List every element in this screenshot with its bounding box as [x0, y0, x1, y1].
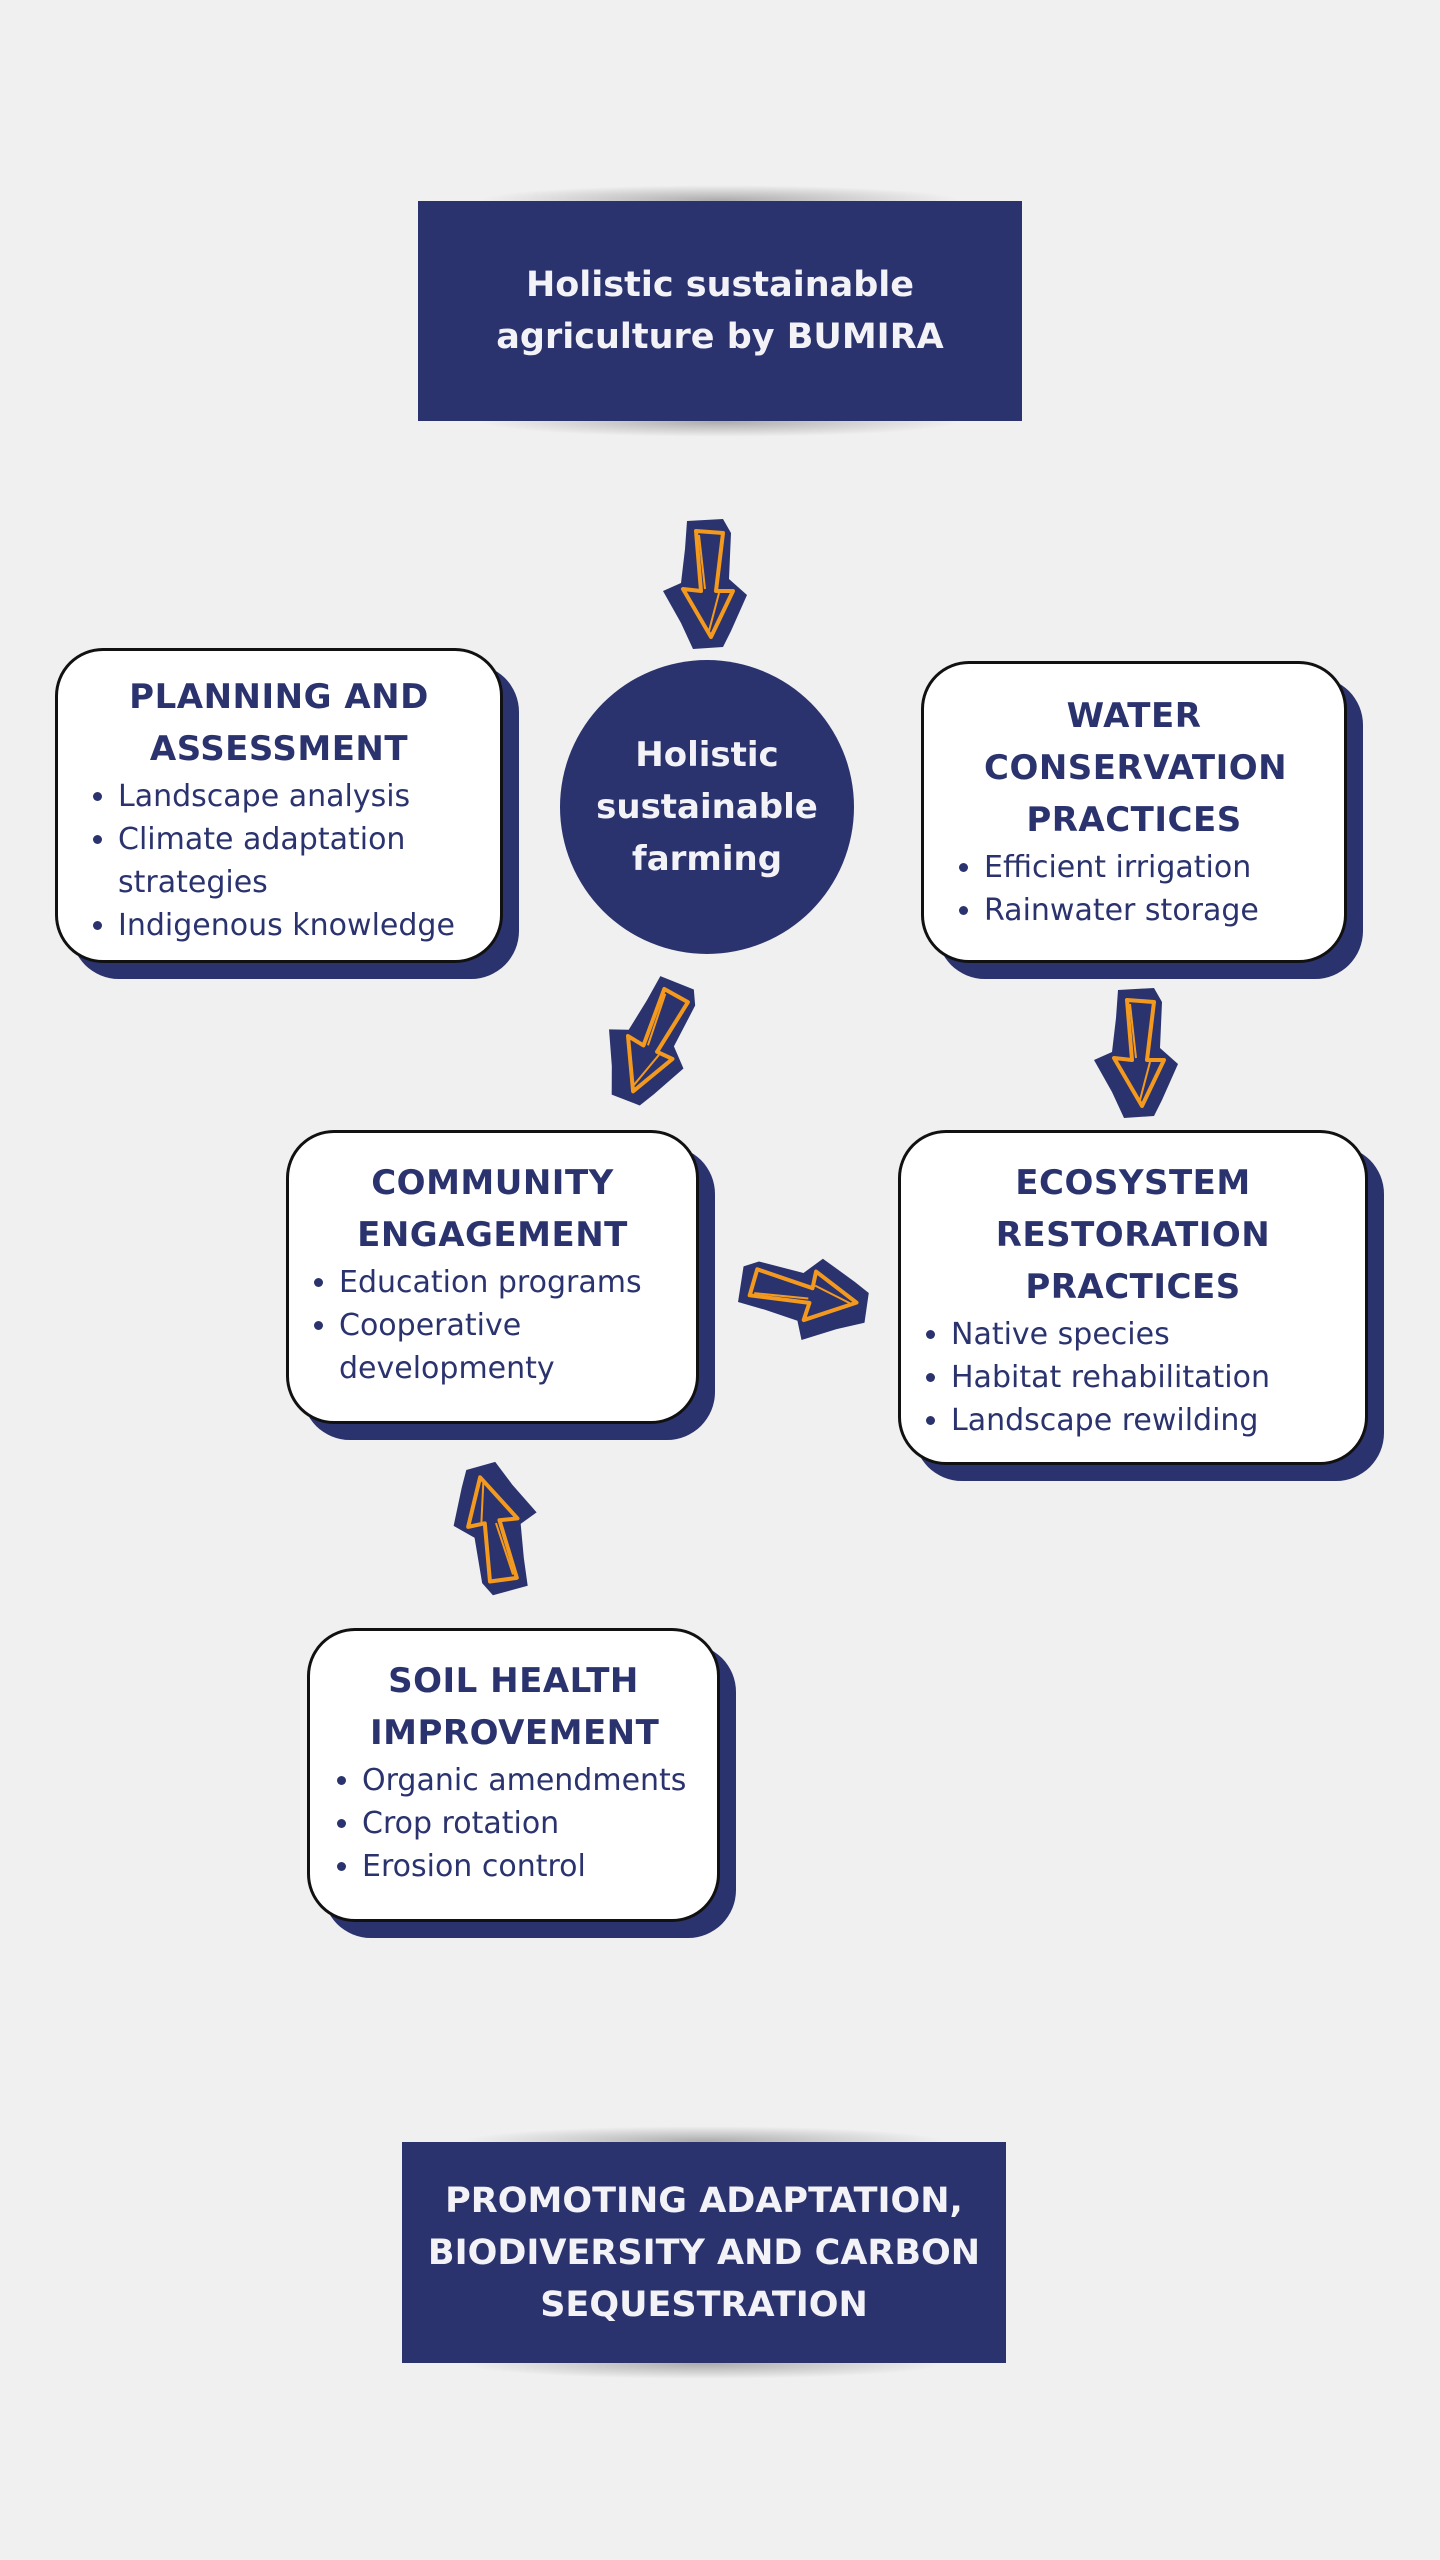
list-item: Native species	[951, 1313, 1345, 1356]
arrow-right-icon	[729, 1240, 878, 1355]
center-line: Holistic	[635, 735, 779, 775]
card-water: WATER CONSERVATION PRACTICES Efficient i…	[921, 661, 1363, 979]
list-item: Education programs	[339, 1261, 676, 1304]
list-item: Organic amendments	[362, 1759, 697, 1802]
list-item: Rainwater storage	[984, 889, 1324, 932]
card-title: WATER CONSERVATION PRACTICES	[984, 696, 1288, 840]
card-soil: SOIL HEALTH IMPROVEMENT Organic amendmen…	[307, 1628, 736, 1938]
list-item: Erosion control	[362, 1845, 697, 1888]
card-title: SOIL HEALTH IMPROVEMENT	[370, 1661, 660, 1753]
title-line: agriculture by BUMIRA	[496, 317, 944, 357]
list-item: Crop rotation	[362, 1802, 697, 1845]
arrow-up-icon	[440, 1453, 554, 1603]
list-item: Habitat rehabilitation	[951, 1356, 1345, 1399]
center-line: sustainable	[596, 787, 818, 827]
card-community: COMMUNITY ENGAGEMENT Education programs …	[286, 1130, 715, 1440]
outcome-banner: PROMOTING ADAPTATION, BIODIVERSITY AND C…	[402, 2126, 1006, 2379]
list-item: Cooperative developmenty	[339, 1304, 676, 1390]
outcome-line: BIODIVERSITY AND CARBON	[427, 2232, 981, 2273]
outcome-line: PROMOTING ADAPTATION,	[445, 2180, 963, 2221]
title-line: Holistic sustainable	[525, 265, 915, 305]
center-node: Holistic sustainable farming	[560, 660, 854, 954]
card-title: COMMUNITY ENGAGEMENT	[357, 1163, 628, 1255]
title-banner: Holistic sustainable agriculture by BUMI…	[418, 185, 1022, 437]
arrow-down-icon	[1092, 986, 1180, 1120]
list-item: Landscape rewilding	[951, 1399, 1345, 1442]
card-ecosystem: ECOSYSTEM RESTORATION PRACTICES Native s…	[898, 1130, 1384, 1481]
list-item: Climate adaptation strategies	[118, 818, 490, 904]
card-title: ECOSYSTEM RESTORATION PRACTICES	[995, 1163, 1271, 1307]
card-planning: PLANNING AND ASSESSMENT Landscape analys…	[55, 648, 519, 979]
list-item: Landscape analysis	[118, 775, 490, 818]
list-item: Indigenous knowledge	[118, 904, 490, 947]
card-title: PLANNING AND ASSESSMENT	[129, 677, 429, 769]
arrow-down-icon	[661, 517, 749, 651]
outcome-line: SEQUESTRATION	[540, 2284, 868, 2325]
arrow-down-left-icon	[582, 962, 718, 1120]
list-item: Efficient irrigation	[984, 846, 1324, 889]
center-line: farming	[631, 839, 783, 879]
